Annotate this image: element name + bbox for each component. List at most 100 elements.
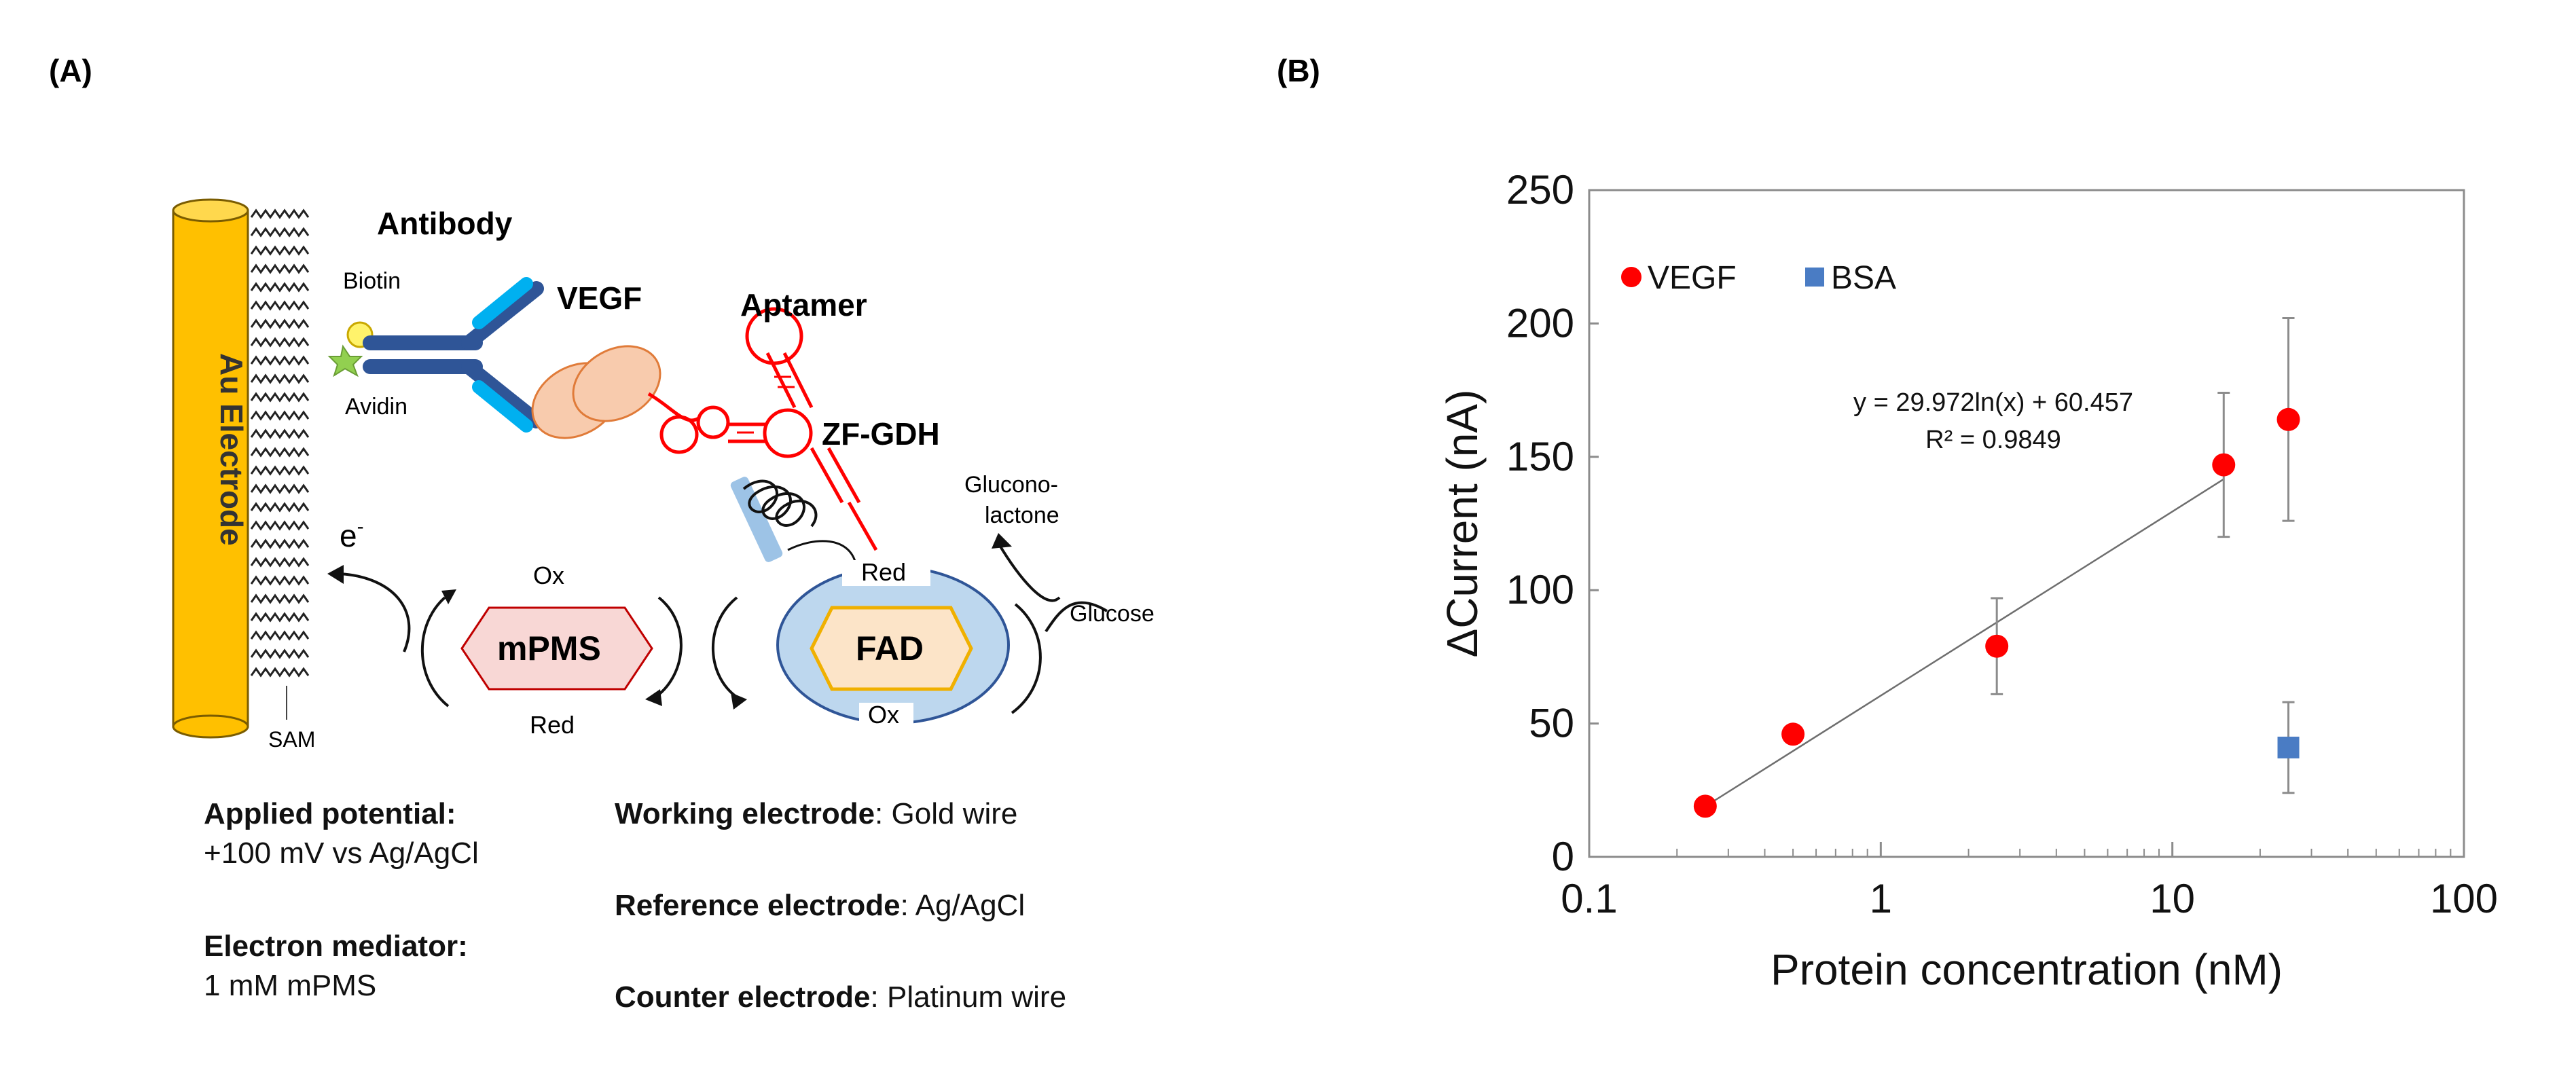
electron-label: e- [340,515,364,553]
plot-frame [1588,189,2465,858]
y-tick-label: 200 [1506,300,1574,346]
ox-bottom-label: Ox [868,701,899,729]
sam-label: SAM [268,727,315,752]
sam-chain [250,355,310,366]
sam-chain [250,538,310,549]
sam-chain [250,263,310,274]
vegf-protein [531,345,661,439]
gdh-enzyme [776,560,1010,726]
sam-chain [250,282,310,293]
sam-chain [250,337,310,348]
sam-chain [250,373,310,384]
legend-label-vegf: VEGF [1648,260,1737,296]
sam-chain [250,630,310,641]
redox-cycle-arrows [420,542,1108,714]
counter-electrode-value: : Platinum wire [870,980,1067,1014]
panel-a-label: (A) [49,53,92,88]
working-electrode-value: : Gold wire [875,797,1018,830]
sam-chain [250,648,310,659]
fit-line [1705,478,2224,807]
sam-chain [250,557,310,568]
sam-chain [250,245,310,256]
counter-electrode-line: Counter electrode: Platinum wire [615,978,1066,1017]
sam-chain [250,520,310,531]
sam-chain [250,318,310,329]
fit-r2: R² = 0.9849 [1925,426,2061,454]
sam-chain [250,612,310,623]
sam-chain [250,227,310,238]
panel-b-label: (B) [1277,53,1320,88]
sam-chain [250,667,310,678]
applied-potential-value: +100 mV vs Ag/AgCl [204,837,479,870]
mediator-label: Electron mediator: [204,930,468,963]
legend-label-bsa: BSA [1831,260,1896,296]
gluconolactone-label-1: Glucono- [964,472,1058,498]
x-axis-label: Protein concentration (nM) [1771,945,2283,994]
sam-chain [250,502,310,513]
y-tick-label: 100 [1506,567,1574,612]
data-point-vegf [1781,722,1805,746]
legend-marker-bsa [1805,268,1824,287]
y-tick-label: 50 [1529,701,1574,746]
sam-chain [250,483,310,494]
avidin-label: Avidin [345,394,407,420]
mediator-value: 1 mM mPMS [204,969,377,1002]
y-tick-label: 150 [1506,434,1574,479]
aptamer-shape [647,307,878,551]
aptamer-label: Aptamer [740,287,867,323]
sam-chain [250,465,310,476]
biotin-label: Biotin [343,268,401,294]
sam-chain [250,300,310,311]
vegf-label: VEGF [557,280,642,316]
electron-arrow [339,572,411,653]
working-electrode-label: Working electrode [615,797,875,830]
antibody-shape [363,277,544,433]
data-point-vegf [1693,794,1717,818]
y-tick-label: 250 [1506,167,1574,213]
mpms-hexagon [460,606,653,691]
gluconolactone-label-2: lactone [985,502,1059,528]
sam-layer [250,208,310,678]
data-point-vegf [1985,634,2009,658]
data-point-vegf [2212,453,2236,477]
fad-hexagon [810,606,973,691]
applied-potential-label: Applied potential: [204,797,456,830]
zinc-finger-domain [730,477,857,564]
data-point-vegf [2276,407,2300,431]
au-electrode: Au Electrode [172,198,249,739]
electrode-label: Au Electrode [214,353,249,546]
fit-equation: y = 29.972ln(x) + 60.457 [1853,388,2133,417]
electron-arrowhead-icon [327,565,344,584]
antibody-label: Antibody [377,206,513,241]
sam-chain [250,208,310,219]
sam-chain [250,392,310,403]
y-tick-label: 0 [1552,834,1574,879]
mpms-label: mPMS [497,629,601,667]
glucose-label: Glucose [1070,601,1155,627]
avidin-icon [327,344,363,378]
panel-a-diagram: (A) Au Electrode SAM e- Biotin Avidin An… [49,53,1155,752]
mediator-block: Electron mediator: 1 mM mPMS [204,927,468,1006]
reference-electrode-line: Reference electrode: Ag/AgCl [615,886,1025,925]
applied-potential-block: Applied potential: +100 mV vs Ag/AgCl [204,794,479,873]
red-bottom-label: Red [530,711,575,739]
x-tick-label: 10 [2149,876,2195,921]
x-tick-label: 100 [2430,876,2498,921]
x-tick-label: 0.1 [1561,876,1617,921]
counter-electrode-label: Counter electrode [615,980,871,1014]
data-point-bsa [2277,736,2300,758]
sam-chain [250,575,310,586]
sam-chain [250,447,310,458]
working-electrode-line: Working electrode: Gold wire [615,794,1017,834]
reference-electrode-label: Reference electrode [615,889,901,922]
x-tick-label: 1 [1870,876,1892,921]
sam-chain [250,428,310,439]
legend-marker-vegf [1621,267,1641,287]
red-top-label: Red [861,558,906,586]
sam-chain [250,410,310,421]
ox-top-label: Ox [533,562,564,589]
zfgdh-label: ZF-GDH [822,416,940,452]
fad-label: FAD [856,629,924,667]
